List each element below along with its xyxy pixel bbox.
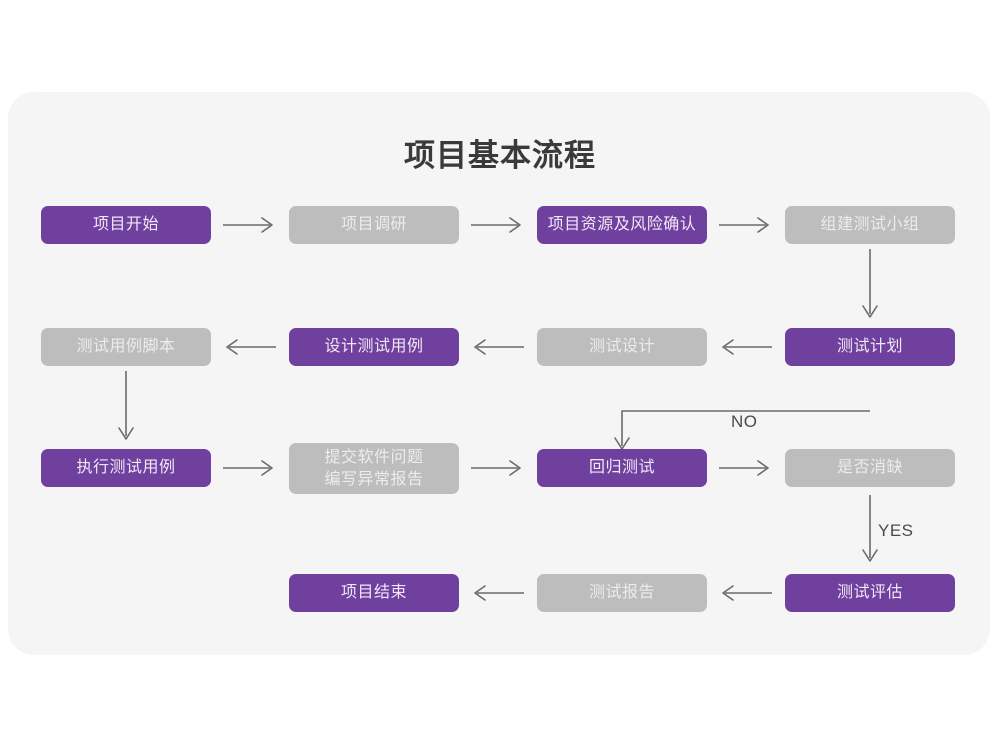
arrow-n7-n8-left — [222, 337, 278, 357]
node-build-test-team[interactable]: 组建测试小组 — [785, 206, 955, 244]
node-execute-test-case[interactable]: 执行测试用例 — [41, 449, 211, 487]
node-defect-resolved-decision[interactable]: 是否消缺 — [785, 449, 955, 487]
node-project-research[interactable]: 项目调研 — [289, 206, 459, 244]
edge-label-yes: YES — [878, 521, 914, 540]
arrow-n13-n14-left — [718, 583, 774, 603]
arrow-n10-n11 — [470, 458, 526, 478]
diagram-card — [8, 92, 990, 655]
arrow-n6-n7-left — [470, 337, 526, 357]
arrow-n14-n15-left — [470, 583, 526, 603]
arrow-n5-n6-left — [718, 337, 774, 357]
arrow-n9-n10 — [222, 458, 278, 478]
node-test-report[interactable]: 测试报告 — [537, 574, 707, 612]
arrow-n3-n4 — [718, 215, 774, 235]
arrow-n4-n5-down — [858, 248, 882, 326]
node-project-start[interactable]: 项目开始 — [41, 206, 211, 244]
node-test-evaluation[interactable]: 测试评估 — [785, 574, 955, 612]
node-submit-issue-report[interactable]: 提交软件问题 编写异常报告 — [289, 443, 459, 494]
arrow-n1-n2 — [222, 215, 278, 235]
node-test-plan[interactable]: 测试计划 — [785, 328, 955, 366]
page-title: 项目基本流程 — [404, 138, 596, 173]
arrow-n8-n9-down — [114, 370, 138, 448]
arrow-n2-n3 — [470, 215, 526, 235]
edge-label-no: NO — [731, 412, 758, 431]
arrow-n12-n13-down — [858, 494, 882, 570]
node-project-end[interactable]: 项目结束 — [289, 574, 459, 612]
node-test-case-script[interactable]: 测试用例脚本 — [41, 328, 211, 366]
node-test-design[interactable]: 测试设计 — [537, 328, 707, 366]
arrow-n11-n12 — [718, 458, 774, 478]
node-design-test-case[interactable]: 设计测试用例 — [289, 328, 459, 366]
node-regression-test[interactable]: 回归测试 — [537, 449, 707, 487]
node-resource-risk-confirm[interactable]: 项目资源及风险确认 — [537, 206, 707, 244]
